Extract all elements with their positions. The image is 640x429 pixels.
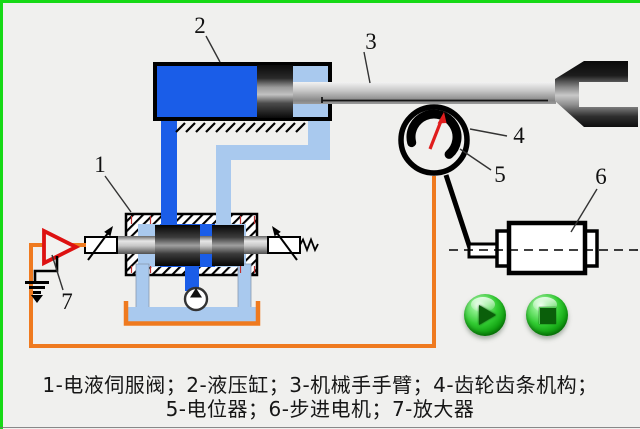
pump-supply-pipe [185,264,199,291]
stepper-motor [449,220,638,276]
part-label-4: 4 [513,123,525,148]
motor-body [506,220,588,276]
amplifier [42,227,81,267]
caption: 1-电液伺服阀；2-液压缸；3-机械手手臂；4-齿轮齿条机构； 5-电位器；6-… [0,373,640,421]
frame-border-top [0,0,640,3]
tank-outline [123,301,261,326]
frame-border-left [0,0,3,429]
caption-line-1: 1-电液伺服阀；2-液压缸；3-机械手手臂；4-齿轮齿条机构； [42,373,598,397]
tank-return-pipe-left [135,263,150,313]
cylinder-fluid-left [157,66,257,117]
valve-return-port [216,211,231,226]
gripper [555,61,638,127]
spool-land-left [155,225,200,266]
link-rod [443,174,473,249]
return-pipe-horizontal [216,145,330,160]
supply-pipe-blue [161,112,177,226]
solenoid-right [267,226,319,261]
oil-tank [123,301,261,326]
hydraulic-cylinder [153,62,332,121]
part-label-7: 7 [61,289,73,314]
bottom-divider [0,427,640,428]
cylinder-mount-hatching [175,122,306,133]
potentiometer-arc [406,109,462,159]
gear-dial [398,104,473,249]
arrow-head [272,226,281,237]
leader-4 [469,128,508,137]
stop-button[interactable] [526,294,568,336]
needle-tip [437,112,447,124]
caption-line-2: 5-电位器；6-步进电机；7-放大器 [165,397,475,421]
needle [428,120,443,150]
ground-symbol [25,256,59,303]
tank-fluid [128,307,256,322]
part-label-3: 3 [365,29,377,54]
part-labels: 1 2 3 4 5 6 7 [51,13,607,314]
play-icon [479,305,496,325]
piston [257,65,293,118]
leader-3 [363,51,371,84]
part-label-2: 2 [194,13,206,38]
leader-6 [570,188,598,233]
return-pipe-lightblue [216,112,330,226]
arrow-head [104,226,113,237]
pump [183,286,209,312]
amplifier-triangle [42,227,81,267]
play-button[interactable] [464,294,506,336]
return-pipe-vertical-left [216,145,231,226]
part-label-5: 5 [494,162,506,187]
leader-5 [459,148,492,171]
spool-land-right [212,225,244,266]
leader-2 [205,35,221,63]
leader-1 [104,175,132,213]
leader-7 [51,254,64,291]
part-label-6: 6 [595,164,607,189]
pump-arrow [190,288,202,298]
piston-rod [293,82,556,104]
spring-symbol [299,236,319,253]
solenoid-left [84,226,118,261]
manipulator-arm [293,61,638,127]
part-label-1: 1 [94,152,106,177]
valve-inlet-port [161,211,177,226]
stop-icon [539,307,556,324]
valve-port-marks [130,216,256,273]
